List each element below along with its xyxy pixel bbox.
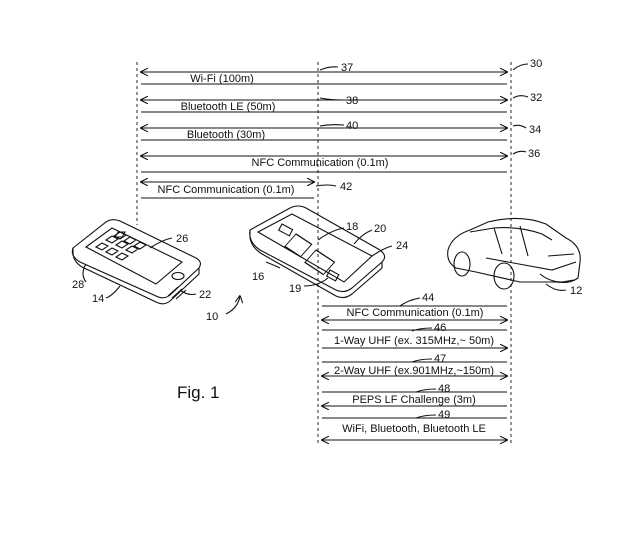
- ref-28: 28: [72, 279, 84, 291]
- leader-19: [303, 277, 329, 287]
- nfc-lower-label: NFC Communication (0.1m): [347, 307, 484, 319]
- leader-20: [353, 229, 373, 245]
- ref-30: 30: [530, 58, 542, 70]
- phone-illustration: [71, 219, 202, 305]
- ref-32: 32: [530, 92, 542, 104]
- nfc-short-label: NFC Communication (0.1m): [158, 184, 295, 196]
- ref-44: 44: [422, 292, 434, 304]
- leader-10: [225, 296, 240, 315]
- ref-37: 37: [341, 62, 353, 74]
- leader-38: [319, 97, 345, 101]
- leader-36: [512, 150, 527, 155]
- leader-34: [512, 124, 527, 129]
- ref-24: 24: [396, 240, 408, 252]
- ref-34: 34: [529, 124, 541, 136]
- leader-40: [319, 124, 345, 127]
- leader-12: [545, 283, 567, 291]
- ref-14: 14: [92, 293, 104, 305]
- leader-42: [315, 184, 337, 187]
- leader-47: [411, 358, 433, 363]
- vehicle-illustration: [447, 217, 581, 290]
- ref-12: 12: [570, 285, 582, 297]
- ref-38: 38: [346, 95, 358, 107]
- upper-links: [141, 72, 507, 199]
- uhf1-label: 1-Way UHF (ex. 315MHz,~ 50m): [334, 335, 494, 347]
- ref-26: 26: [176, 233, 188, 245]
- leader-14: [105, 285, 121, 299]
- rear-wheel-icon: [453, 251, 471, 277]
- ref-36: 36: [528, 148, 540, 160]
- ref-20: 20: [374, 223, 386, 235]
- uhf2-label: 2-Way UHF (ex.901MHz,~150m): [334, 365, 494, 377]
- leader-28: [82, 263, 87, 283]
- ref-48: 48: [438, 383, 450, 395]
- ref-19: 19: [289, 283, 301, 295]
- ref-47: 47: [434, 353, 446, 365]
- slot-b: [304, 249, 336, 276]
- leader-44: [399, 297, 421, 307]
- leader-22: [179, 289, 197, 296]
- figure-label: Fig. 1: [177, 383, 220, 402]
- grille-icon: [539, 273, 575, 283]
- leader-26: [149, 237, 173, 249]
- ble-label: Bluetooth LE (50m): [181, 101, 276, 113]
- leader-37: [319, 66, 339, 71]
- slot-a: [284, 233, 313, 258]
- peps-label: PEPS LF Challenge (3m): [352, 394, 476, 406]
- leader-18: [317, 227, 345, 241]
- ref-18: 18: [346, 221, 358, 233]
- wireless-label: WiFi, Bluetooth, Bluetooth LE: [342, 423, 486, 435]
- ref-46: 46: [434, 322, 446, 334]
- ref-40: 40: [346, 120, 358, 132]
- wifi-label: Wi-Fi (100m): [190, 73, 254, 85]
- home-button-icon: [171, 271, 185, 281]
- leader-30: [512, 63, 529, 71]
- ref-16: 16: [252, 271, 264, 283]
- leader-46: [411, 327, 433, 332]
- leader-32: [512, 95, 529, 99]
- nfc-long-label: NFC Communication (0.1m): [252, 157, 389, 169]
- leader-16: [265, 261, 281, 269]
- ref-22: 22: [199, 289, 211, 301]
- ref-42: 42: [340, 181, 352, 193]
- leader-49: [415, 414, 437, 419]
- front-wheel-icon: [493, 262, 515, 290]
- ref-10: 10: [206, 311, 218, 323]
- headlight-icon: [547, 253, 575, 257]
- ref-49: 49: [438, 409, 450, 421]
- bt-label: Bluetooth (30m): [187, 129, 265, 141]
- leader-48: [415, 388, 437, 393]
- phone-case-illustration: [249, 205, 386, 299]
- corner-module: [325, 269, 340, 282]
- camera-cutout: [277, 223, 294, 237]
- app-grid-icon: [94, 231, 148, 261]
- leader-24: [371, 245, 393, 257]
